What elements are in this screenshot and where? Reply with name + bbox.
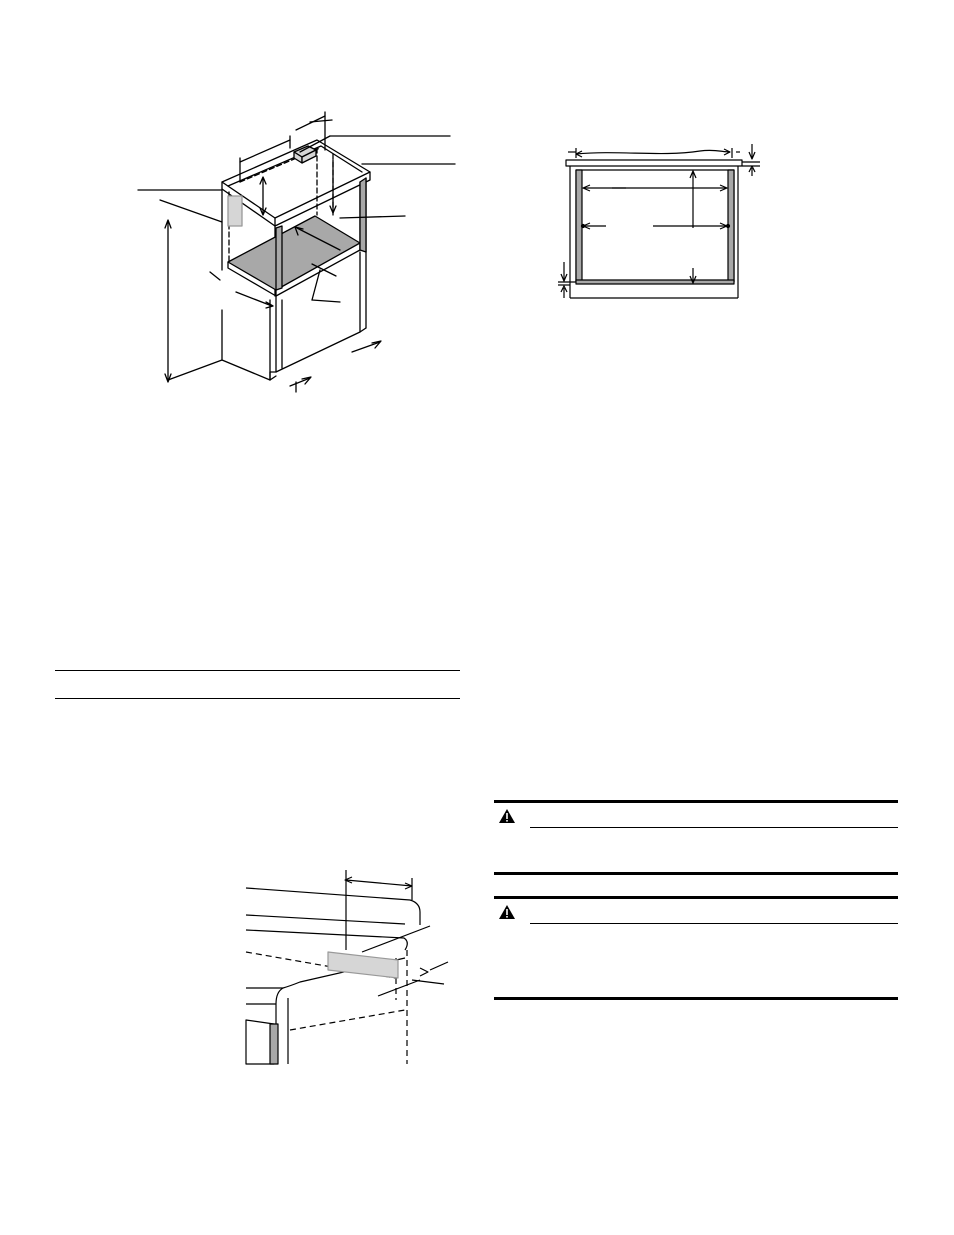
warning-box-2-top-rule [494, 896, 898, 899]
warning-icon [498, 808, 516, 824]
warning-box-1-header-rule [530, 827, 898, 828]
section-rule-top [55, 670, 460, 671]
warning-box-1-top-rule [494, 800, 898, 803]
warning-box-1-bottom-rule [494, 872, 898, 875]
warning-icon [498, 904, 516, 920]
warning-box-2-header-rule [530, 923, 898, 924]
section-rule-bottom [55, 698, 460, 699]
warning-box-2-bottom-rule [494, 997, 898, 1000]
